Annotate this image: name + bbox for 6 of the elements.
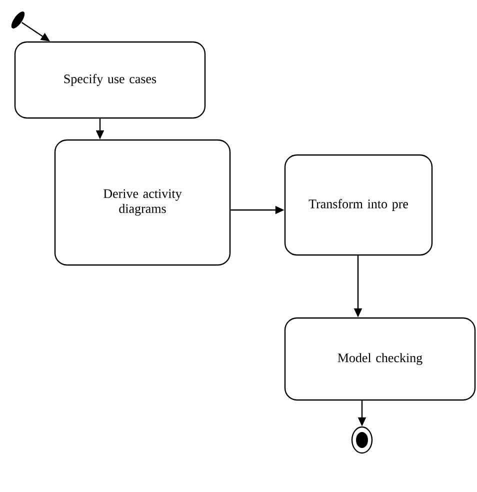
start-node [11,11,25,28]
activity-box: Model checking [284,317,476,401]
end-node [351,426,373,454]
activity-box: Derive activity diagrams [54,139,231,266]
activity-box: Specify use cases [14,41,206,119]
activity-box: Transform into pre [284,154,433,256]
